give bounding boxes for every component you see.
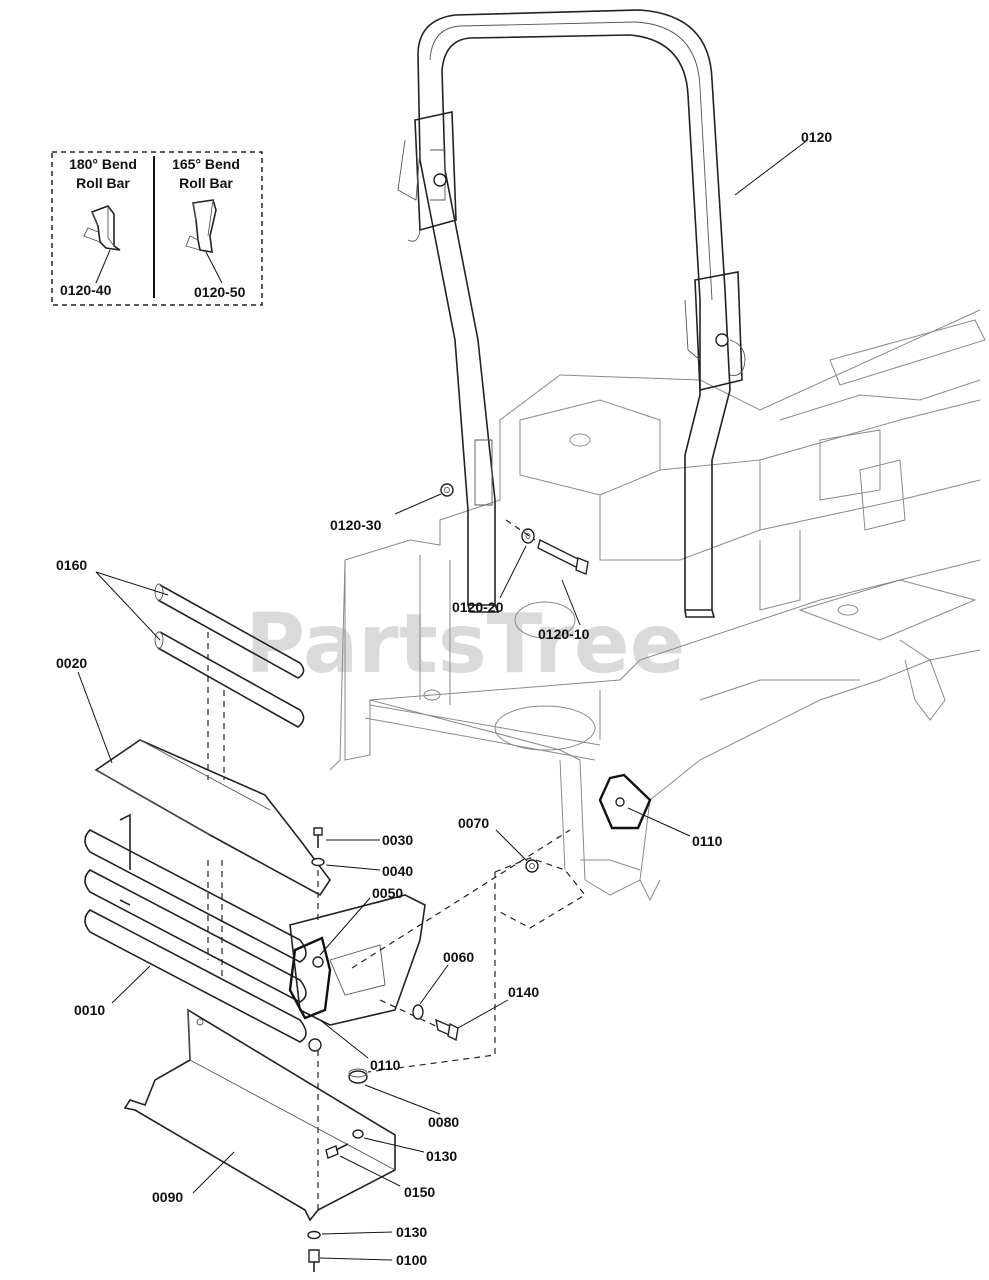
washer-0120-20 — [521, 528, 535, 544]
hex-nut-0110-right — [598, 773, 652, 830]
callout-0110-lower: 0110 — [370, 1057, 401, 1073]
bumper-0010 — [84, 813, 426, 1052]
bracket-180-bend — [83, 205, 121, 251]
callout-0120: 0120 — [801, 129, 832, 145]
bolt-0120-10 — [537, 538, 589, 575]
nut-0070 — [525, 859, 539, 873]
callout-0020: 0020 — [56, 655, 87, 671]
plug-0080 — [348, 1068, 368, 1084]
callout-0130-mid: 0130 — [426, 1148, 457, 1164]
callout-0040: 0040 — [382, 863, 413, 879]
callout-0100: 0100 — [396, 1252, 427, 1268]
nut-0050 — [312, 956, 324, 968]
callout-0030: 0030 — [382, 832, 413, 848]
bolt-0140 — [435, 1018, 459, 1042]
inset-left-title-1: 180° Bend — [69, 156, 137, 172]
callout-0010: 0010 — [74, 1002, 105, 1018]
skid-plate-0090 — [123, 1008, 396, 1222]
bracket-165-bend — [185, 199, 217, 253]
inset-right-title-2: Roll Bar — [179, 175, 233, 191]
inset-box: 180° Bend Roll Bar 165° Bend Roll Bar 01… — [51, 151, 263, 306]
mower-frame — [329, 309, 986, 902]
roll-bar — [397, 9, 746, 618]
callout-0060: 0060 — [443, 949, 474, 965]
washer-0130-mid — [352, 1129, 364, 1139]
inset-left-part-label: 0120-40 — [60, 282, 112, 298]
callout-0160: 0160 — [56, 557, 87, 573]
callout-0110-right: 0110 — [692, 833, 723, 849]
nut-0120-30 — [440, 483, 454, 497]
callout-0050: 0050 — [372, 885, 403, 901]
callout-0140: 0140 — [508, 984, 539, 1000]
washer-0040 — [311, 857, 325, 867]
callout-0070: 0070 — [458, 815, 489, 831]
washer-0130-low — [307, 1230, 321, 1240]
bolt-0100 — [308, 1249, 320, 1272]
callout-0080: 0080 — [428, 1114, 459, 1130]
callout-0130-low: 0130 — [396, 1224, 427, 1240]
callout-0090: 0090 — [152, 1189, 183, 1205]
callout-0120-10: 0120-10 — [538, 626, 590, 642]
tube-0160 — [154, 583, 305, 728]
callout-0150: 0150 — [404, 1184, 435, 1200]
deflector-0020 — [94, 739, 331, 897]
inset-left-title-2: Roll Bar — [76, 175, 130, 191]
watermark: PartsTree — [245, 597, 685, 692]
callout-0120-20: 0120-20 — [452, 599, 504, 615]
bolt-0030 — [313, 827, 323, 848]
bolt-0150 — [325, 1143, 349, 1159]
washer-0060 — [412, 1004, 424, 1020]
inset-right-part-label: 0120-50 — [194, 284, 246, 300]
inset-right-title-1: 165° Bend — [172, 156, 240, 172]
callout-0120-30: 0120-30 — [330, 517, 382, 533]
